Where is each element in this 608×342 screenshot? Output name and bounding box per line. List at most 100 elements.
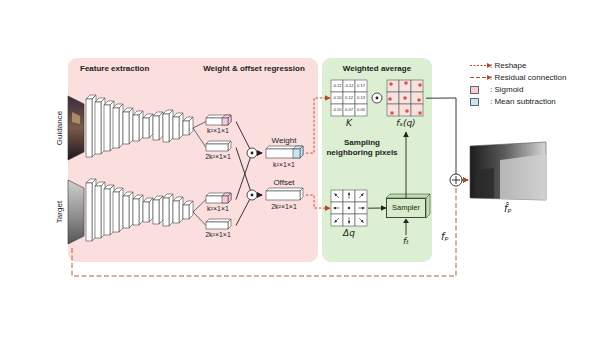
legend-label: : Reshape	[490, 60, 526, 71]
conv-layer	[86, 99, 92, 157]
node-label: k²×1×1	[200, 127, 236, 135]
kernel-cell	[331, 80, 343, 92]
conv-layer	[139, 195, 143, 225]
connector	[236, 195, 262, 226]
legend-row: : Residual connection	[462, 72, 598, 83]
conv-layer	[104, 189, 110, 235]
dashed-connector	[306, 195, 330, 208]
conv-layer	[179, 113, 183, 139]
math-label: f̂ₚ	[468, 203, 548, 215]
conv-layer	[173, 117, 179, 139]
weight-block-shape	[266, 149, 300, 158]
conv-layer	[163, 198, 169, 226]
offset-arrow	[359, 218, 363, 222]
signal-name: fₜ	[398, 236, 414, 247]
weight-block-shape	[266, 146, 303, 149]
connector	[236, 148, 262, 196]
conv-layer	[143, 202, 149, 222]
feature-block-shape	[206, 219, 231, 222]
region-heading: Weighted average	[326, 64, 428, 74]
hadamard-dot	[251, 194, 254, 197]
conv-layer	[189, 201, 193, 219]
sigmoid-cube	[222, 118, 228, 125]
kernel-cell	[331, 104, 343, 116]
sampled-cell	[411, 92, 423, 104]
feature-line	[193, 200, 206, 213]
offset-block-shape	[266, 191, 300, 200]
node-label: 2k²×1×1	[200, 231, 236, 239]
offset-arrow	[349, 193, 350, 199]
conv-layer	[153, 116, 159, 140]
sum-symbol-bar	[456, 176, 457, 184]
feature-block-shape	[206, 196, 228, 203]
sum-symbol	[450, 174, 462, 186]
offset-cell	[331, 214, 343, 226]
legend-row: : Mean subtraction	[462, 96, 598, 107]
sampled-pixel	[417, 98, 421, 102]
weight-block: Weightk²×1×1	[262, 136, 306, 174]
conv-layer	[153, 200, 159, 224]
feature-block-shape	[206, 222, 228, 229]
conv-layer	[149, 198, 153, 222]
kernel-cell	[343, 104, 355, 116]
output-depth-image-detail	[478, 168, 494, 198]
kernel-weight: 0.05	[355, 108, 367, 113]
guidance-image-detail	[72, 112, 80, 124]
feature-block-shape	[206, 144, 228, 151]
conv-layer	[133, 115, 139, 141]
sampled-grid: fₛ(q)	[386, 80, 426, 132]
math-label: fₛ(q)	[386, 118, 426, 129]
sampled-pixel	[403, 96, 407, 100]
mean-subtraction-cube	[300, 146, 303, 158]
legend-swatch	[470, 98, 479, 106]
conv-layer	[104, 105, 110, 151]
kernel-cell	[355, 104, 367, 116]
output-depth-image	[470, 142, 546, 200]
sampled-cell	[399, 80, 411, 92]
conv-layer	[159, 196, 163, 224]
output-image: f̂ₚ	[468, 140, 548, 220]
conv-layer	[159, 112, 163, 140]
kernel-weight: -0.12	[331, 84, 343, 89]
conv-layer	[119, 188, 123, 232]
sampled-pixel	[390, 111, 394, 115]
node-label: Offset	[262, 178, 306, 188]
offset-arrow	[335, 218, 339, 222]
offset-arrow	[334, 208, 340, 209]
conv-layer	[149, 114, 153, 138]
kernel-cell	[343, 92, 355, 104]
node-label: 2k²×1×1	[200, 153, 236, 161]
region-heading: Feature extraction	[80, 64, 188, 74]
conv-layer	[173, 201, 179, 223]
feature-block: k²×1×1	[200, 116, 236, 140]
region-panel: Weighted averageSampling neighboring pix…	[322, 58, 432, 262]
conv-layer	[143, 118, 149, 138]
legend-swatch	[470, 86, 479, 94]
sigmoid-cube	[222, 196, 228, 203]
feature-block-shape	[206, 193, 231, 196]
offset-block-shape	[266, 188, 303, 191]
node-label: Weight	[262, 136, 306, 146]
sampler-box-side	[426, 194, 430, 218]
offset-arrow	[359, 208, 365, 209]
conv-layer	[163, 114, 169, 142]
output-depth-image-detail	[500, 154, 546, 200]
kernel-weight: -0.12	[343, 84, 355, 89]
offset-cell	[331, 202, 343, 214]
region-heading: Sampling neighboring pixels	[326, 138, 398, 157]
conv-layer	[129, 192, 133, 228]
input-image: Guidance	[54, 92, 84, 164]
conv-layer	[123, 112, 129, 144]
offset-cell	[343, 202, 355, 214]
sampler-box: Sampler	[386, 198, 426, 218]
sampled-pixel	[404, 81, 408, 85]
conv-layer	[183, 205, 189, 219]
conv-layer	[129, 108, 133, 144]
kernel-cell	[355, 80, 367, 92]
feature-block-shape	[206, 141, 231, 144]
conv-layer	[169, 110, 173, 142]
sampled-pixel	[418, 83, 422, 87]
